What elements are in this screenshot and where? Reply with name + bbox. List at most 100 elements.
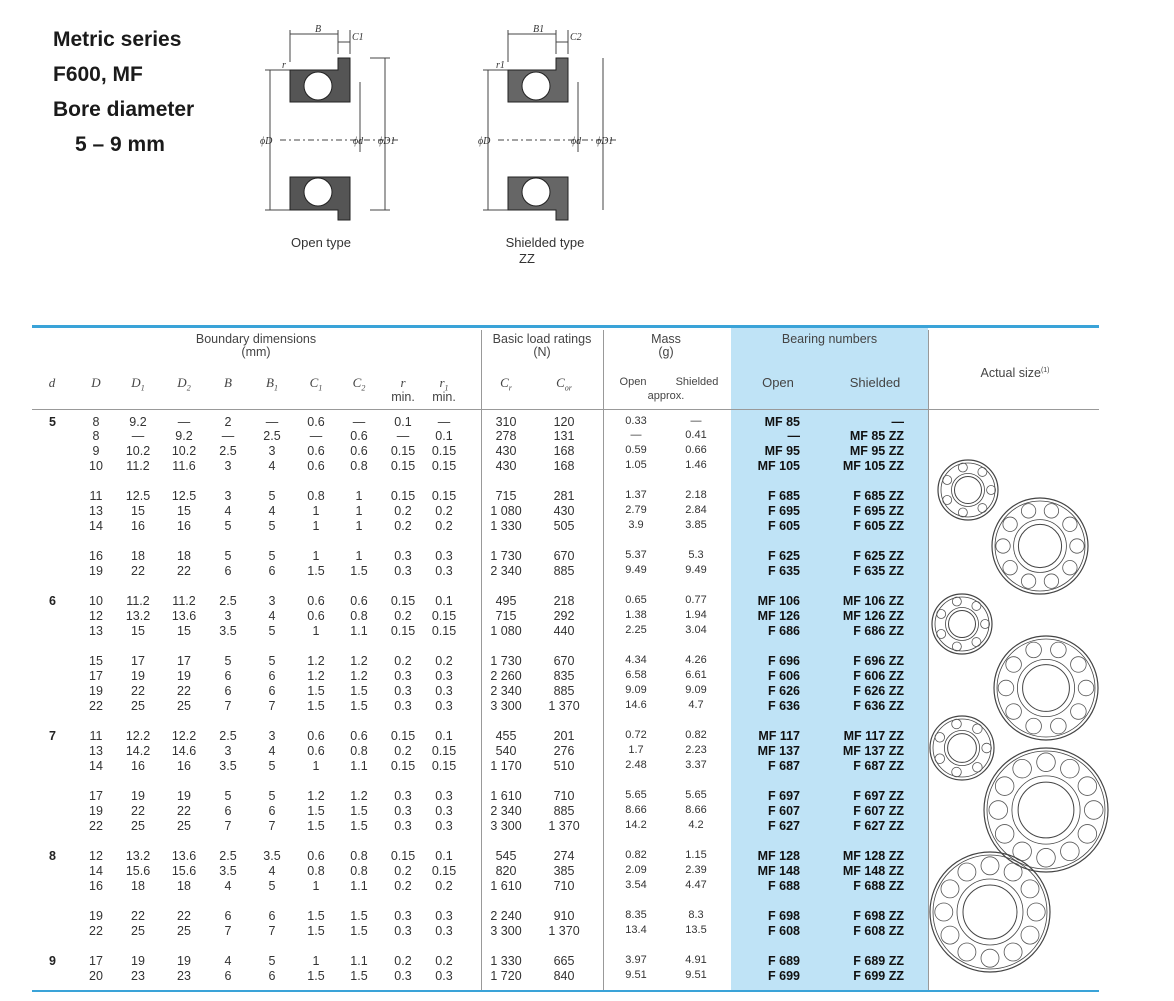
table-cell: 2 240 (490, 909, 522, 923)
table-cell: 910 (553, 909, 575, 923)
table-cell: 1 330 (490, 519, 522, 533)
table-cell: 455 (495, 729, 517, 743)
table-cell: — (131, 429, 145, 443)
table-cell: 710 (553, 789, 575, 803)
table-cell: 1 (312, 759, 320, 773)
mass-open-header: Open (619, 376, 647, 388)
load-ratings-unit: (N) (533, 345, 551, 359)
table-cell: 4 (268, 744, 276, 758)
table-cell: 1.5 (307, 564, 325, 578)
table-cell: 0.3 (394, 804, 412, 818)
table-cell: 3 300 (490, 924, 522, 938)
table-cell: 14 (89, 759, 103, 773)
shielded-type-caption: Shielded type (505, 235, 585, 250)
table-cell: 0.15 (390, 594, 416, 608)
table-cell: 3 (268, 729, 276, 743)
dim-d-label: ϕd (353, 136, 364, 147)
table-cell: 1 (312, 879, 320, 893)
table-cell: 12.5 (125, 489, 151, 503)
table-cell: 5 (224, 654, 232, 668)
bottom-rule (32, 990, 1099, 992)
table-cell: 0.15 (431, 744, 457, 758)
table-cell: 2 340 (490, 684, 522, 698)
boundary-dimensions-header: Boundary dimensions (mm) (150, 333, 362, 359)
table-cell: 10.2 (125, 444, 151, 458)
bearing-number-open: F 688 (768, 879, 800, 893)
table-cell: 2 340 (490, 564, 522, 578)
table-cell: 22 (177, 804, 191, 818)
table-cell: 5.65 (625, 789, 647, 801)
bearing-number-shielded: F 635 ZZ (853, 564, 904, 578)
table-cell: 274 (553, 849, 575, 863)
table-cell: 7 (224, 924, 232, 938)
column-header-D2: D2 (177, 375, 191, 393)
table-cell: 10 (89, 459, 103, 473)
table-cell: 11.6 (172, 459, 196, 473)
table-cell: 430 (495, 444, 517, 458)
table-cell: 4 (224, 879, 232, 893)
table-cell: 0.2 (394, 609, 412, 623)
table-cell: 0.15 (431, 489, 457, 503)
table-cell: 5 (224, 549, 232, 563)
table-cell: 278 (495, 429, 517, 443)
table-cell: 0.8 (350, 459, 368, 473)
table-cell: 3.85 (685, 519, 707, 531)
table-cell: 6 (268, 684, 276, 698)
table-cell: 0.3 (394, 669, 412, 683)
bearing-number-shielded: F 688 ZZ (853, 879, 904, 893)
table-cell: 1.1 (350, 624, 368, 638)
bearing-number-open: — (787, 429, 801, 443)
dim-d-label-2: ϕd (571, 136, 582, 147)
table-cell: 3 (224, 459, 232, 473)
table-cell: 0.8 (307, 489, 325, 503)
dim-D-label: ϕD (260, 136, 273, 147)
table-cell: 1 170 (490, 759, 522, 773)
table-cell: 0.2 (394, 954, 412, 968)
table-cell: 9.49 (625, 564, 647, 576)
table-cell: 1.46 (685, 459, 707, 471)
table-cell: 15 (89, 654, 103, 668)
table-cell: 25 (131, 699, 145, 713)
table-cell: 8 (92, 415, 100, 429)
bearing-number-shielded: F 626 ZZ (853, 684, 904, 698)
table-cell: — (690, 415, 702, 427)
table-cell: 276 (553, 744, 575, 758)
table-cell: 20 (89, 969, 103, 983)
table-cell: 1 (355, 549, 363, 563)
table-cell: 4.26 (685, 654, 707, 666)
table-cell: 0.3 (394, 789, 412, 803)
table-cell: 2.23 (685, 744, 707, 756)
table-cell: 19 (89, 564, 103, 578)
table-cell: 1.5 (307, 924, 325, 938)
table-cell: — (177, 415, 191, 429)
table-cell: 5.65 (685, 789, 707, 801)
table-cell: 1.2 (307, 669, 325, 683)
table-cell: 0.3 (435, 699, 453, 713)
table-cell: 19 (177, 789, 191, 803)
table-cell: 0.15 (390, 729, 416, 743)
table-cell: 0.6 (307, 444, 325, 458)
table-cell: 0.2 (435, 654, 453, 668)
table-cell: 0.15 (431, 624, 457, 638)
table-cell: 0.1 (435, 729, 453, 743)
table-cell: 510 (553, 759, 575, 773)
table-cell: 0.6 (307, 609, 325, 623)
mass-approx-label: approx. (647, 390, 685, 402)
table-cell: 3.04 (685, 624, 707, 636)
table-cell: 6.61 (685, 669, 707, 681)
table-cell: 3 (268, 444, 276, 458)
table-cell: 0.15 (431, 444, 457, 458)
table-cell: 0.3 (394, 564, 412, 578)
table-cell: 1.15 (685, 849, 707, 861)
table-cell: 0.2 (394, 519, 412, 533)
shielded-type-caption-zz: ZZ (519, 251, 535, 266)
column-header-r: r (400, 375, 406, 390)
table-cell: 4 (268, 504, 276, 518)
table-cell: 1 370 (548, 924, 580, 938)
title-line-2: F600, MF (53, 63, 143, 86)
table-cell: 0.3 (394, 969, 412, 983)
actual-size-ring (931, 593, 993, 655)
mass-header: Mass (g) (604, 333, 728, 359)
table-cell: 19 (89, 684, 103, 698)
table-cell: 14.2 (125, 744, 151, 758)
